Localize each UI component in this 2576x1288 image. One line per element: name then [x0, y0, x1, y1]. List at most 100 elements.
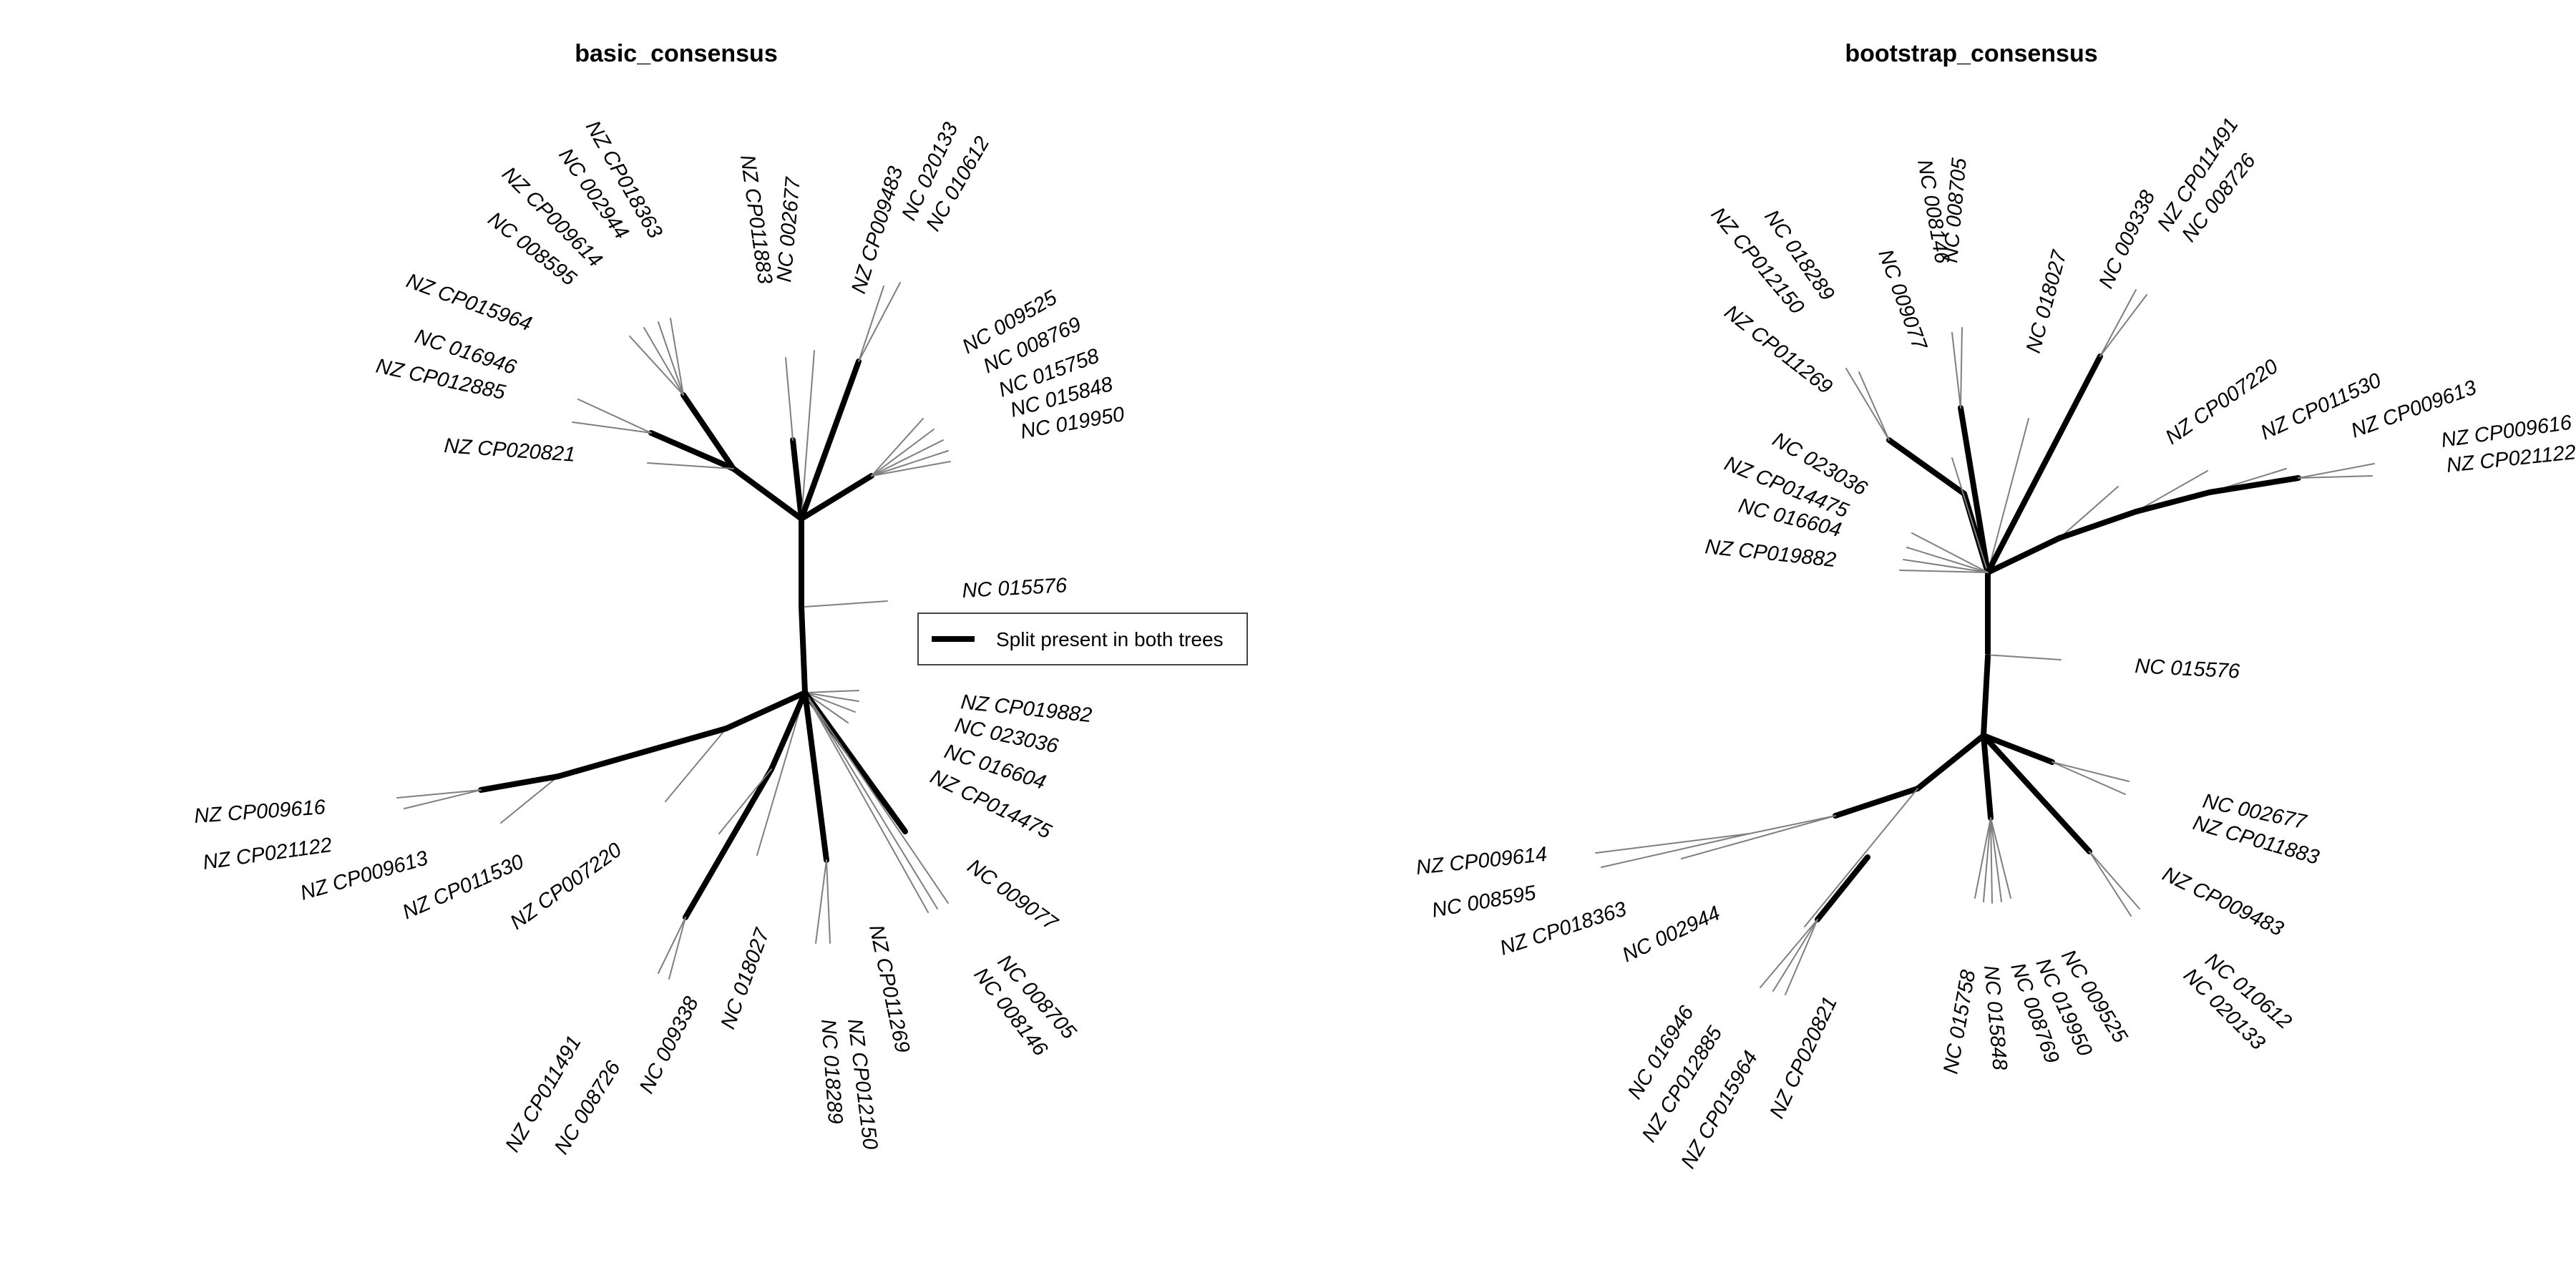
branch	[804, 692, 949, 904]
branch	[804, 692, 849, 723]
branch	[577, 399, 652, 434]
branch	[871, 461, 951, 477]
bold-branch	[648, 430, 736, 472]
branch	[668, 917, 686, 980]
branch	[871, 418, 924, 477]
bold-branch	[478, 774, 561, 793]
branch	[826, 859, 831, 944]
bold-branch	[2133, 489, 2212, 514]
branch	[629, 336, 684, 396]
branch	[665, 728, 727, 802]
branch	[858, 282, 901, 362]
branch	[1987, 418, 2029, 573]
branch	[2099, 294, 2147, 357]
branch	[1681, 815, 1836, 859]
bold-branch	[1915, 733, 1986, 791]
branch	[1845, 368, 1890, 441]
branch	[396, 789, 482, 799]
panel-title: basic_consensus	[575, 40, 777, 67]
bold-branch	[683, 766, 774, 920]
branch	[2298, 475, 2373, 479]
bold-branch	[1981, 733, 1994, 821]
branch	[1899, 570, 1989, 573]
bold-branch	[1981, 733, 2055, 765]
bold-branch	[2207, 475, 2301, 495]
branch	[804, 692, 856, 713]
branch	[1595, 833, 1750, 854]
branch	[2089, 851, 2132, 917]
branch	[1858, 371, 1890, 441]
bold-branch	[680, 392, 736, 472]
bold-branch	[769, 690, 808, 772]
branch	[2135, 470, 2208, 512]
bold-branch	[1985, 353, 2103, 575]
bold-branch	[790, 437, 804, 522]
branch	[871, 439, 944, 477]
legend: Split present in both trees	[917, 613, 1248, 665]
branch	[1903, 559, 1989, 573]
branch	[1785, 919, 1818, 995]
branch	[2298, 463, 2375, 479]
bold-branch	[2057, 509, 2139, 541]
branch	[804, 692, 929, 913]
branch	[500, 776, 559, 824]
branch	[2051, 761, 2126, 795]
branch	[647, 462, 734, 469]
branch	[858, 286, 884, 362]
branch	[1974, 817, 1991, 899]
branch	[871, 450, 949, 477]
branch	[785, 357, 794, 441]
branch	[2059, 486, 2119, 539]
branch	[804, 692, 859, 702]
branch	[1985, 654, 2062, 660]
branch	[1990, 817, 2011, 899]
branch	[2099, 289, 2137, 357]
branch	[804, 692, 938, 909]
bold-branch	[1833, 786, 1921, 819]
branch	[572, 421, 652, 434]
branch	[1990, 817, 1993, 904]
bold-branch	[1981, 654, 1991, 738]
branch	[1951, 457, 1989, 573]
branch	[804, 690, 859, 693]
tree-branches	[1595, 289, 2375, 995]
branch	[801, 350, 815, 519]
branch	[670, 318, 684, 396]
bold-branch	[1985, 535, 2062, 575]
branch	[1772, 919, 1818, 992]
bold-branch	[799, 473, 874, 522]
bold-branch	[1815, 854, 1870, 922]
branch	[658, 321, 684, 396]
bold-branch	[1981, 733, 2092, 854]
branch	[1760, 919, 1818, 988]
branch	[718, 769, 772, 834]
bold-branch	[723, 690, 808, 731]
branch	[1983, 817, 1991, 902]
bold-branch	[555, 726, 729, 779]
branch	[643, 327, 684, 396]
panel-title: bootstrap_consensus	[1845, 40, 2097, 67]
branch	[404, 789, 482, 809]
branch	[1990, 817, 2002, 902]
legend-label: Split present in both trees	[996, 628, 1224, 650]
branch	[1960, 327, 1963, 409]
branch	[756, 692, 806, 856]
branch	[1951, 332, 1961, 409]
branch	[2051, 761, 2129, 782]
branch	[1804, 788, 1918, 927]
bold-branch	[1886, 437, 1967, 497]
branch	[815, 859, 827, 944]
tree-branches	[396, 282, 951, 980]
tip-label: NC 015576	[962, 574, 1068, 602]
branch	[658, 917, 686, 974]
branch	[2089, 851, 2140, 909]
tip-label: NC 015576	[2135, 655, 2241, 683]
branch	[1749, 815, 1836, 834]
branch	[804, 600, 888, 608]
branch	[1911, 532, 1989, 573]
branch	[1906, 547, 1989, 573]
bold-branch	[1958, 405, 1991, 575]
bold-branch	[799, 604, 808, 696]
bold-branch	[802, 690, 908, 834]
